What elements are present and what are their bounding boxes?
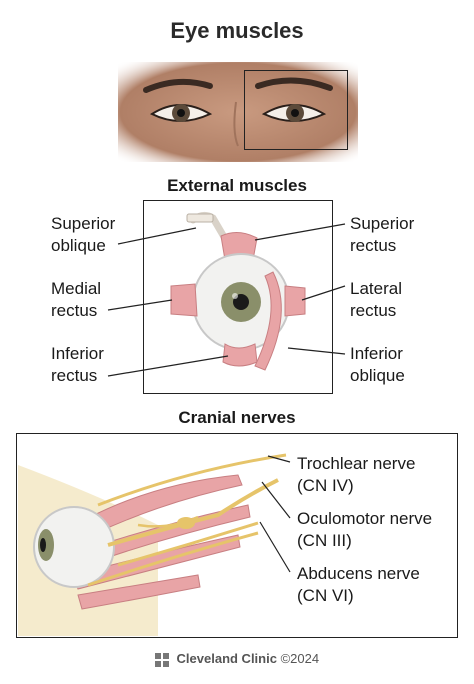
leader-medial-rectus [107, 299, 173, 311]
selected-eye-frame [244, 70, 348, 150]
label-superior-rectus: Superior rectus [350, 214, 415, 255]
footer-copyright: ©2024 [280, 651, 320, 666]
leader-lateral-rectus [301, 285, 346, 301]
external-muscles-heading: External muscles [167, 176, 307, 195]
label-oculomotor-nerve: Oculomotor nerve (CN III) [297, 509, 433, 550]
leader-inferior-oblique [287, 347, 346, 355]
label-lateral-rectus: Lateral rectus [350, 279, 402, 320]
leader-abducens [259, 521, 291, 573]
cleveland-clinic-logo-icon [154, 652, 169, 667]
cranial-nerves-illustration [18, 435, 456, 636]
leader-superior-rectus [254, 223, 346, 241]
label-medial-rectus: Medial rectus [51, 279, 102, 320]
leader-inferior-rectus [107, 355, 229, 377]
cranial-nerves-heading: Cranial nerves [178, 408, 296, 427]
label-superior-oblique: Superior oblique [51, 214, 116, 255]
eyeball-muscles-illustration [145, 202, 331, 392]
footer-brand: Cleveland Clinic [176, 651, 277, 666]
label-trochlear-nerve: Trochlear nerve (CN IV) [297, 454, 416, 495]
label-inferior-oblique: Inferior oblique [350, 344, 405, 385]
leader-oculomotor [261, 481, 291, 519]
leader-trochlear [267, 455, 291, 463]
label-abducens-nerve: Abducens nerve (CN VI) [297, 564, 420, 605]
page-title: Eye muscles [170, 18, 304, 43]
face-eyes-illustration [118, 62, 358, 162]
footer: Cleveland Clinic ©2024 [0, 651, 474, 667]
label-inferior-rectus: Inferior rectus [51, 344, 104, 385]
leader-superior-oblique [117, 227, 197, 245]
